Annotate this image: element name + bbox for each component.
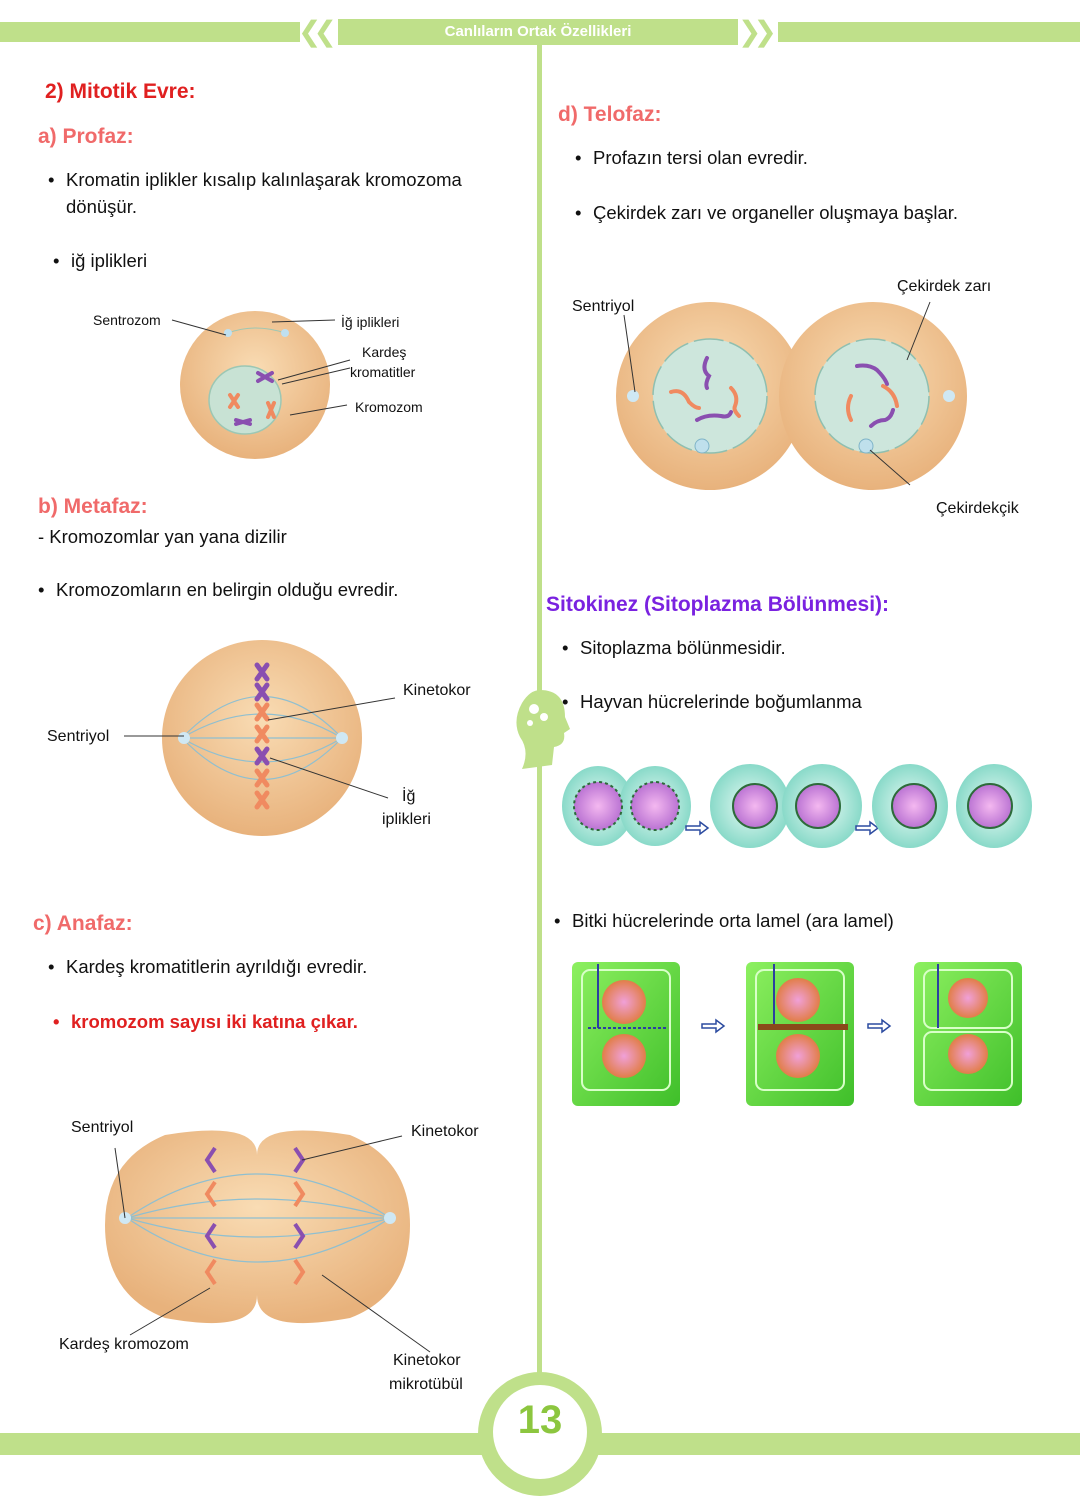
label-metafaz-kinetokor: Kinetokor [403, 682, 471, 699]
chevron-right-icon: ❯❯ [738, 16, 777, 47]
telofaz-title: d) Telofaz: [558, 103, 662, 126]
metafaz-line-1: - Kromozomlar yan yana dizilir [38, 526, 287, 547]
metafaz-leader-lines [124, 697, 396, 799]
profaz-title: a) Profaz: [38, 125, 134, 148]
label-ig-iplikleri: İğ iplikleri [341, 314, 400, 330]
label-metafaz-sentriyol: Sentriyol [47, 728, 110, 745]
metafaz-bullet-1: Kromozomların en belirgin olduğu evredir… [38, 576, 398, 603]
label-telofaz-sentriyol: Sentriyol [572, 298, 635, 315]
anafaz-leader-lines [114, 1135, 431, 1353]
label-sentrozom: Sentrozom [93, 312, 161, 328]
sitokinez-bullet-3: Bitki hücrelerinde orta lamel (ara lamel… [554, 907, 894, 934]
header-bar-left [0, 22, 300, 42]
metafaz-title: b) Metafaz: [38, 495, 148, 518]
anafaz-bullet-1: Kardeş kromatitlerin ayrıldığı evredir. [48, 953, 367, 980]
telofaz-diagram [616, 302, 967, 490]
profaz-leader-lines [171, 319, 351, 416]
label-kardes: Kardeş [362, 344, 407, 360]
label-metafaz-iplikleri: iplikleri [382, 811, 431, 828]
label-cekirdek-zari: Çekirdek zarı [897, 278, 992, 295]
anafaz-title: c) Anafaz: [33, 912, 133, 935]
label-cekirdekcik: Çekirdekçik [936, 500, 1019, 517]
section-title: 2) Mitotik Evre: [45, 80, 196, 103]
label-kromatitler: kromatitler [350, 364, 416, 380]
profaz-diagram [180, 311, 330, 459]
label-kinetokor-mikro-2: mikrotübül [389, 1376, 463, 1393]
profaz-bullet-2: iğ iplikleri [53, 247, 147, 274]
label-anafaz-kinetokor: Kinetokor [411, 1123, 479, 1140]
label-kardes-kromozom: Kardeş kromozom [59, 1336, 189, 1353]
label-kinetokor-mikro-1: Kinetokor [393, 1352, 461, 1369]
header-bar-right [778, 22, 1080, 42]
telofaz-bullet-2: Çekirdek zarı ve organeller oluşmaya baş… [575, 199, 958, 226]
sitokinez-title: Sitokinez (Sitoplazma Bölünmesi): [546, 593, 890, 616]
anafaz-diagram [105, 1130, 410, 1324]
profaz-bullet-1: Kromatin iplikler kısalıp kalınlaşarak k… [48, 166, 506, 220]
page-number: 13 [517, 1398, 563, 1442]
metafaz-diagram [162, 640, 362, 836]
header-title: Canlıların Ortak Özellikleri [338, 19, 738, 45]
label-kromozom: Kromozom [355, 399, 423, 415]
animal-cytokinesis-diagram [562, 764, 1032, 848]
telofaz-bullet-1: Profazın tersi olan evredir. [575, 144, 808, 171]
sitokinez-bullet-1: Sitoplazma bölünmesidir. [562, 634, 786, 661]
anafaz-bullet-2: kromozom sayısı iki katına çıkar. [53, 1008, 358, 1035]
label-metafaz-ig: İğ [402, 788, 416, 805]
sitokinez-bullet-2: Hayvan hücrelerinde boğumlanma [562, 688, 862, 715]
telofaz-leader-lines [623, 301, 931, 486]
label-anafaz-sentriyol: Sentriyol [71, 1119, 134, 1136]
head-logo-icon [516, 690, 570, 769]
plant-cytokinesis-diagram [572, 962, 1022, 1106]
